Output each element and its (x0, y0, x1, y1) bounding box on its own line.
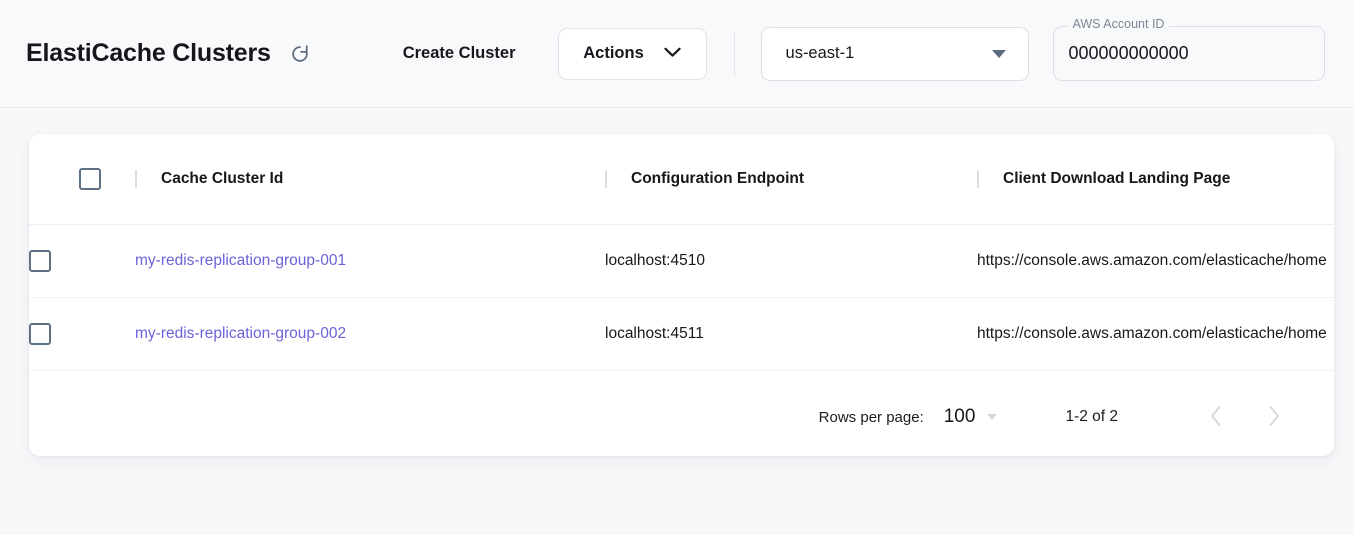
column-separator (135, 169, 137, 188)
select-all-header (29, 134, 135, 225)
landing-page-text: https://console.aws.amazon.com/elasticac… (977, 251, 1327, 269)
cell-client-download-landing-page: https://console.aws.amazon.com/elasticac… (977, 224, 1334, 298)
chevron-down-icon (664, 44, 681, 63)
triangle-down-icon (991, 49, 1006, 58)
cluster-id-link[interactable]: my-redis-replication-group-001 (135, 251, 347, 269)
configuration-endpoint-text: localhost:4511 (605, 324, 704, 342)
pagination-range: 1-2 of 2 (1065, 408, 1118, 425)
row-checkbox[interactable] (29, 249, 51, 272)
chevron-left-icon (1209, 405, 1223, 430)
cell-configuration-endpoint: localhost:4510 (605, 224, 977, 298)
cell-cache-cluster-id: my-redis-replication-group-001 (135, 224, 605, 298)
column-header-label: Client Download Landing Page (1003, 169, 1231, 187)
aws-account-id-input[interactable] (1052, 26, 1325, 81)
triangle-down-icon (987, 414, 998, 420)
table-scroll-container[interactable]: Cache Cluster Id Configuration Endpoint … (29, 134, 1334, 456)
column-header-cache-cluster-id[interactable]: Cache Cluster Id (135, 134, 605, 225)
column-header-label: Configuration Endpoint (631, 169, 805, 187)
clusters-card: Cache Cluster Id Configuration Endpoint … (29, 134, 1334, 456)
column-header-label: Cache Cluster Id (161, 169, 284, 187)
cluster-id-link[interactable]: my-redis-replication-group-002 (135, 324, 347, 342)
clusters-table: Cache Cluster Id Configuration Endpoint … (29, 134, 1334, 371)
rows-per-page-select[interactable]: 100 (944, 406, 998, 428)
cell-client-download-landing-page: https://console.aws.amazon.com/elasticac… (977, 297, 1334, 371)
cell-configuration-endpoint: localhost:4511 (605, 297, 977, 371)
row-select-cell (29, 297, 135, 371)
rows-per-page-label: Rows per page: (818, 408, 924, 426)
previous-page-button[interactable] (1196, 397, 1236, 437)
row-checkbox[interactable] (29, 322, 51, 345)
title-group: ElastiCache Clusters (26, 39, 315, 69)
table-body: my-redis-replication-group-001 localhost… (29, 224, 1334, 371)
actions-button-label: Actions (583, 44, 644, 62)
cell-cache-cluster-id: my-redis-replication-group-002 (135, 297, 605, 371)
landing-page-text: https://console.aws.amazon.com/elasticac… (977, 324, 1327, 342)
create-cluster-button[interactable]: Create Cluster (393, 36, 526, 71)
toolbar-divider (733, 30, 735, 77)
select-all-checkbox[interactable] (79, 167, 101, 190)
refresh-icon (289, 43, 311, 65)
table-row[interactable]: my-redis-replication-group-002 localhost… (29, 297, 1334, 371)
next-page-button[interactable] (1254, 397, 1294, 437)
chevron-right-icon (1267, 405, 1281, 430)
column-separator (977, 169, 979, 188)
configuration-endpoint-text: localhost:4510 (605, 251, 705, 269)
table-header-row: Cache Cluster Id Configuration Endpoint … (29, 134, 1334, 225)
table-head: Cache Cluster Id Configuration Endpoint … (29, 134, 1334, 225)
rows-per-page-value: 100 (943, 406, 976, 427)
column-header-configuration-endpoint[interactable]: Configuration Endpoint (605, 134, 977, 225)
region-select[interactable]: us-east-1 (760, 26, 1029, 81)
table-row[interactable]: my-redis-replication-group-001 localhost… (29, 224, 1334, 298)
column-header-client-download-landing-page[interactable]: Client Download Landing Page (977, 134, 1334, 225)
actions-button[interactable]: Actions (557, 27, 707, 80)
aws-account-id-field[interactable]: AWS Account ID (1052, 18, 1325, 81)
app-header: ElastiCache Clusters Create Cluster Acti… (0, 0, 1354, 108)
page-title: ElastiCache Clusters (26, 39, 271, 67)
refresh-button[interactable] (285, 39, 315, 69)
table-pagination: Rows per page: 100 1-2 of 2 (29, 378, 1334, 456)
column-separator (605, 169, 607, 188)
row-select-cell (29, 224, 135, 298)
region-select-value: us-east-1 (785, 44, 855, 62)
